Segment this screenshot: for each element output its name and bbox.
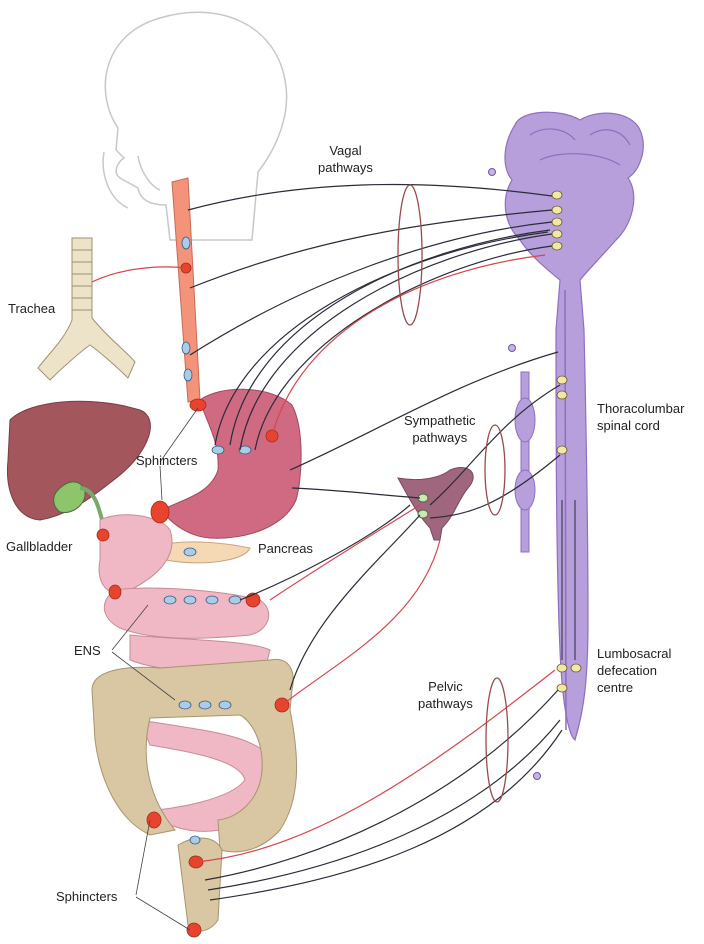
- vagal-label-line2: pathways: [318, 160, 373, 175]
- vagal-pathways-label: Vagal pathways: [318, 142, 373, 176]
- thoracolumbar-label: Thoracolumbar spinal cord: [597, 400, 684, 434]
- pelvic-label-line2: pathways: [418, 696, 473, 711]
- thoracolumbar-label-line1: Thoracolumbar: [597, 401, 685, 416]
- lumbosacral-label: Lumbosacral defecation centre: [597, 645, 671, 696]
- sphincters-lower-label: Sphincters: [56, 889, 118, 904]
- oesophagus: [171, 177, 201, 403]
- nerve-endings: [488, 168, 541, 780]
- liver: [6, 400, 151, 521]
- prevertebral-ganglion: [397, 467, 474, 541]
- pelvic-label-line1: Pelvic: [428, 679, 463, 694]
- lumbosacral-label-line1: Lumbosacral: [597, 646, 672, 661]
- trachea-label: Trachea: [8, 301, 56, 316]
- pancreas-label: Pancreas: [258, 541, 313, 556]
- trachea-shape: [37, 237, 136, 381]
- leader-lines: [111, 407, 199, 931]
- brainstem-spinal-cord: [504, 111, 644, 741]
- vagal-label-line1: Vagal: [329, 143, 362, 158]
- sympathetic-chain: [514, 371, 536, 553]
- sphincter-markers: [96, 262, 290, 938]
- small-intestine: [98, 514, 272, 832]
- sympathetic-nerves: [239, 351, 561, 691]
- sympathetic-pathways-label: Sympathetic pathways: [404, 412, 476, 446]
- head-outline: [102, 11, 288, 241]
- sensory-nerves: [91, 254, 556, 863]
- sympathetic-label-line2: pathways: [412, 430, 468, 445]
- sphincters-upper-label: Sphincters: [136, 453, 198, 468]
- ens-label: ENS: [74, 643, 101, 658]
- stomach: [161, 388, 302, 539]
- thoracolumbar-label-line2: spinal cord: [597, 418, 660, 433]
- vagal-nerves: [187, 183, 553, 451]
- pathway-ellipses: [397, 184, 509, 803]
- lumbosacral-label-line2: defecation: [597, 663, 657, 678]
- pelvic-pathways-label: Pelvic pathways: [418, 678, 473, 712]
- sympathetic-label-line1: Sympathetic: [404, 413, 476, 428]
- pelvic-nerves: [204, 689, 563, 901]
- gallbladder-label: Gallbladder: [6, 539, 73, 554]
- lumbosacral-label-line3: centre: [597, 680, 634, 695]
